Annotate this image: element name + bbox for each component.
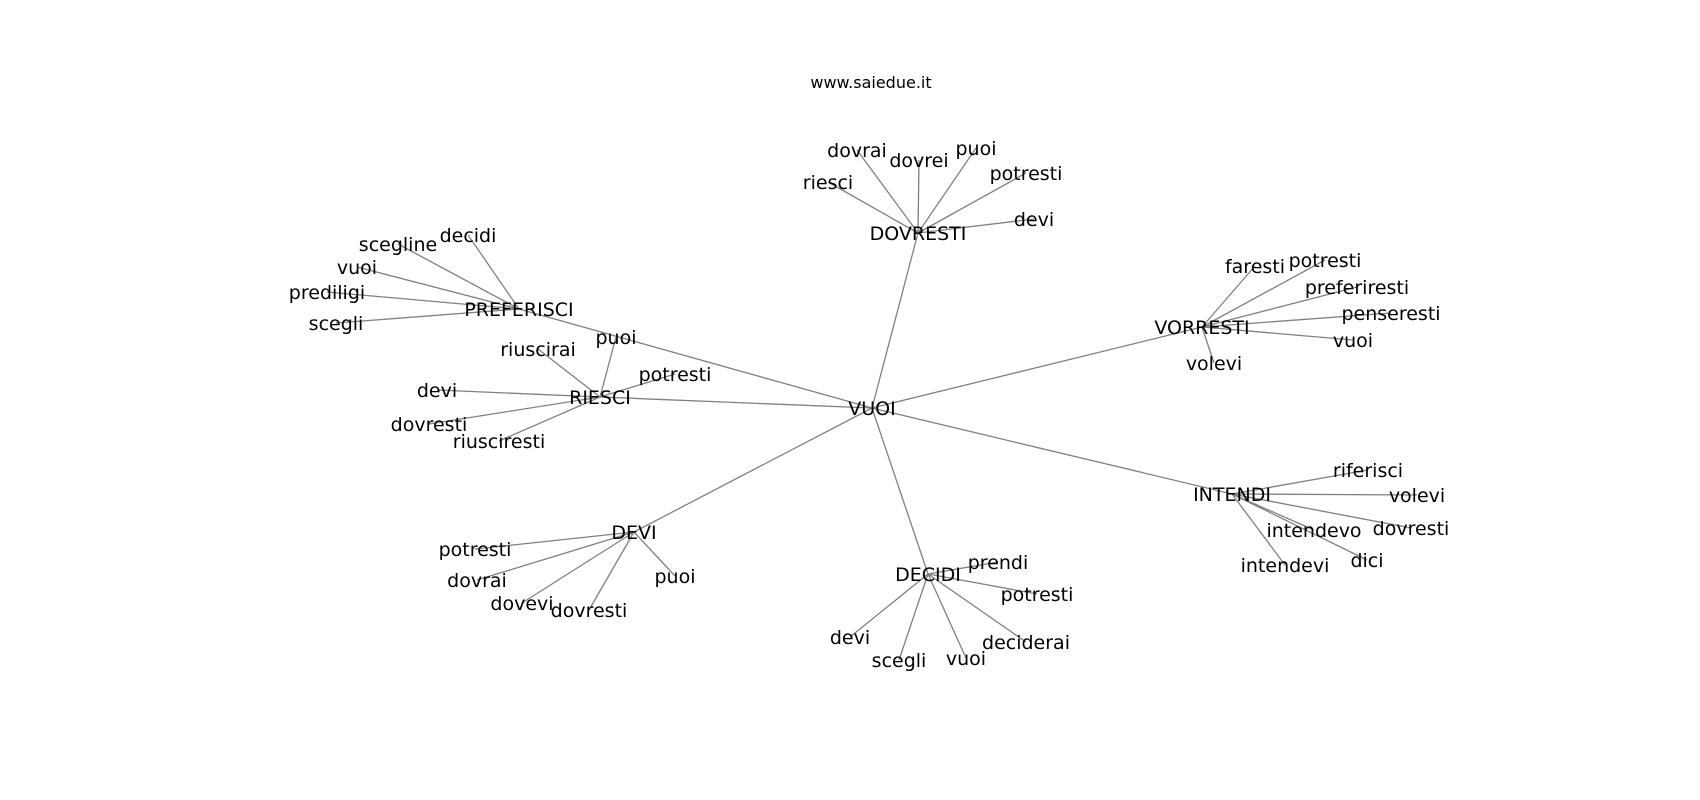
edge-dovresti-0 (827, 181, 919, 234)
hub-node-decidi: DECIDI (895, 564, 961, 586)
hub-node-intendi: INTENDI (1193, 484, 1271, 506)
leaf-node-preferisci-4: scegli (309, 313, 364, 335)
edge-decidi-3 (927, 573, 967, 659)
leaf-node-intendi-4: dici (1350, 550, 1383, 572)
leaf-node-vorresti-2: preferiresti (1305, 277, 1409, 299)
site-label: www.saiedue.it (810, 73, 931, 92)
edge-root-intendi (871, 407, 1233, 495)
edge-riesci-5 (498, 396, 601, 442)
leaf-node-decidi-1: potresti (1001, 584, 1074, 606)
leaf-node-intendi-3: dovresti (1373, 518, 1450, 540)
leaf-node-vorresti-1: potresti (1289, 250, 1362, 272)
leaf-node-preferisci-2: vuoi (337, 257, 377, 279)
edge-preferisci-0 (397, 243, 520, 310)
leaf-node-riesci-4: dovresti (391, 414, 468, 436)
leaf-node-riesci-5: riusciresti (453, 431, 545, 453)
leaf-node-vorresti-0: faresti (1225, 256, 1285, 278)
edge-dovresti-1 (856, 149, 919, 234)
edge-intendi-0 (1231, 469, 1369, 495)
leaf-node-riesci-0: riuscirai (500, 339, 576, 361)
leaf-node-intendi-0: riferisci (1333, 460, 1403, 482)
edge-root-preferisci (518, 308, 873, 409)
leaf-node-dovresti-2: dovrei (889, 150, 948, 172)
leaf-node-devi-4: puoi (654, 566, 695, 588)
edge-decidi-4 (898, 573, 929, 661)
edge-devi-3 (588, 531, 635, 611)
edge-vorresti-3 (1201, 312, 1392, 328)
edge-root-riesci (599, 396, 873, 409)
leaf-node-devi-1: dovrai (447, 570, 507, 592)
leaf-node-preferisci-0: scegline (359, 234, 437, 256)
edges-layer (326, 147, 1418, 661)
leaf-node-vorresti-5: volevi (1186, 353, 1242, 375)
edge-riesci-2 (599, 373, 676, 398)
edge-intendi-4 (1231, 493, 1368, 561)
leaf-node-decidi-2: deciderai (982, 632, 1070, 654)
leaf-node-vorresti-4: vuoi (1333, 330, 1373, 352)
edge-root-decidi (871, 407, 929, 575)
edge-decidi-0 (927, 561, 999, 575)
edge-preferisci-4 (335, 308, 520, 324)
hub-node-vorresti: VORRESTI (1154, 317, 1249, 339)
leaf-node-dovresti-1: dovrai (827, 140, 887, 162)
hub-node-riesci: RIESCI (569, 387, 631, 409)
leaf-node-intendi-2: intendevo (1266, 520, 1361, 542)
leaf-node-preferisci-3: prediligi (289, 282, 365, 304)
leaf-node-dovresti-0: riesci (803, 172, 853, 194)
leaf-node-devi-3: dovresti (551, 600, 628, 622)
edge-intendi-5 (1231, 493, 1286, 566)
leaf-node-dovresti-5: devi (1014, 209, 1054, 231)
edge-vorresti-5 (1201, 326, 1215, 364)
leaf-node-intendi-1: volevi (1389, 485, 1445, 507)
edge-riesci-1 (599, 336, 617, 398)
leaf-node-riesci-2: potresti (639, 364, 712, 386)
edge-devi-1 (476, 531, 635, 581)
edge-root-devi (633, 407, 873, 533)
leaf-node-decidi-4: scegli (872, 650, 927, 672)
edge-intendi-1 (1231, 493, 1418, 496)
edge-root-dovresti (871, 232, 919, 409)
edge-preferisci-3 (326, 291, 520, 310)
edge-decidi-5 (849, 573, 929, 638)
edge-vorresti-0 (1201, 265, 1256, 328)
edge-decidi-2 (927, 573, 1027, 643)
edge-dovresti-5 (917, 218, 1035, 234)
edge-preferisci-2 (356, 266, 520, 310)
hub-node-devi: DEVI (611, 522, 656, 544)
edge-riesci-3 (436, 389, 601, 398)
edge-devi-0 (474, 531, 635, 550)
edge-dovresti-3 (917, 147, 977, 234)
leaf-node-preferisci-1: decidi (440, 225, 497, 247)
edge-preferisci-1 (467, 234, 520, 310)
edge-devi-4 (633, 531, 676, 577)
leaf-node-riesci-3: devi (417, 380, 457, 402)
leaf-node-dovresti-3: puoi (955, 138, 996, 160)
edge-devi-2 (521, 531, 635, 604)
edge-decidi-1 (927, 573, 1038, 595)
hub-node-preferisci: PREFERISCI (464, 299, 573, 321)
edge-riesci-4 (428, 396, 601, 425)
leaf-node-decidi-3: vuoi (946, 648, 986, 670)
leaf-node-decidi-5: devi (830, 627, 870, 649)
edge-dovresti-4 (917, 172, 1027, 234)
edge-vorresti-2 (1201, 286, 1358, 328)
leaf-node-dovresti-4: potresti (990, 163, 1063, 185)
leaf-node-decidi-0: prendi (968, 552, 1029, 574)
edge-vorresti-1 (1201, 259, 1326, 328)
leaf-node-riesci-1: puoi (595, 327, 636, 349)
edge-root-vorresti (871, 326, 1203, 409)
leaf-node-devi-0: potresti (439, 539, 512, 561)
leaf-node-devi-2: dovevi (490, 593, 553, 615)
edge-riesci-0 (537, 348, 601, 398)
leaf-node-vorresti-3: penseresti (1341, 303, 1440, 325)
root-node-label: VUOI (848, 398, 895, 420)
edge-vorresti-4 (1201, 326, 1354, 341)
edge-dovresti-2 (917, 159, 920, 234)
leaf-node-intendi-5: intendevi (1241, 555, 1330, 577)
hub-node-dovresti: DOVRESTI (870, 223, 967, 245)
edge-intendi-3 (1231, 493, 1412, 529)
